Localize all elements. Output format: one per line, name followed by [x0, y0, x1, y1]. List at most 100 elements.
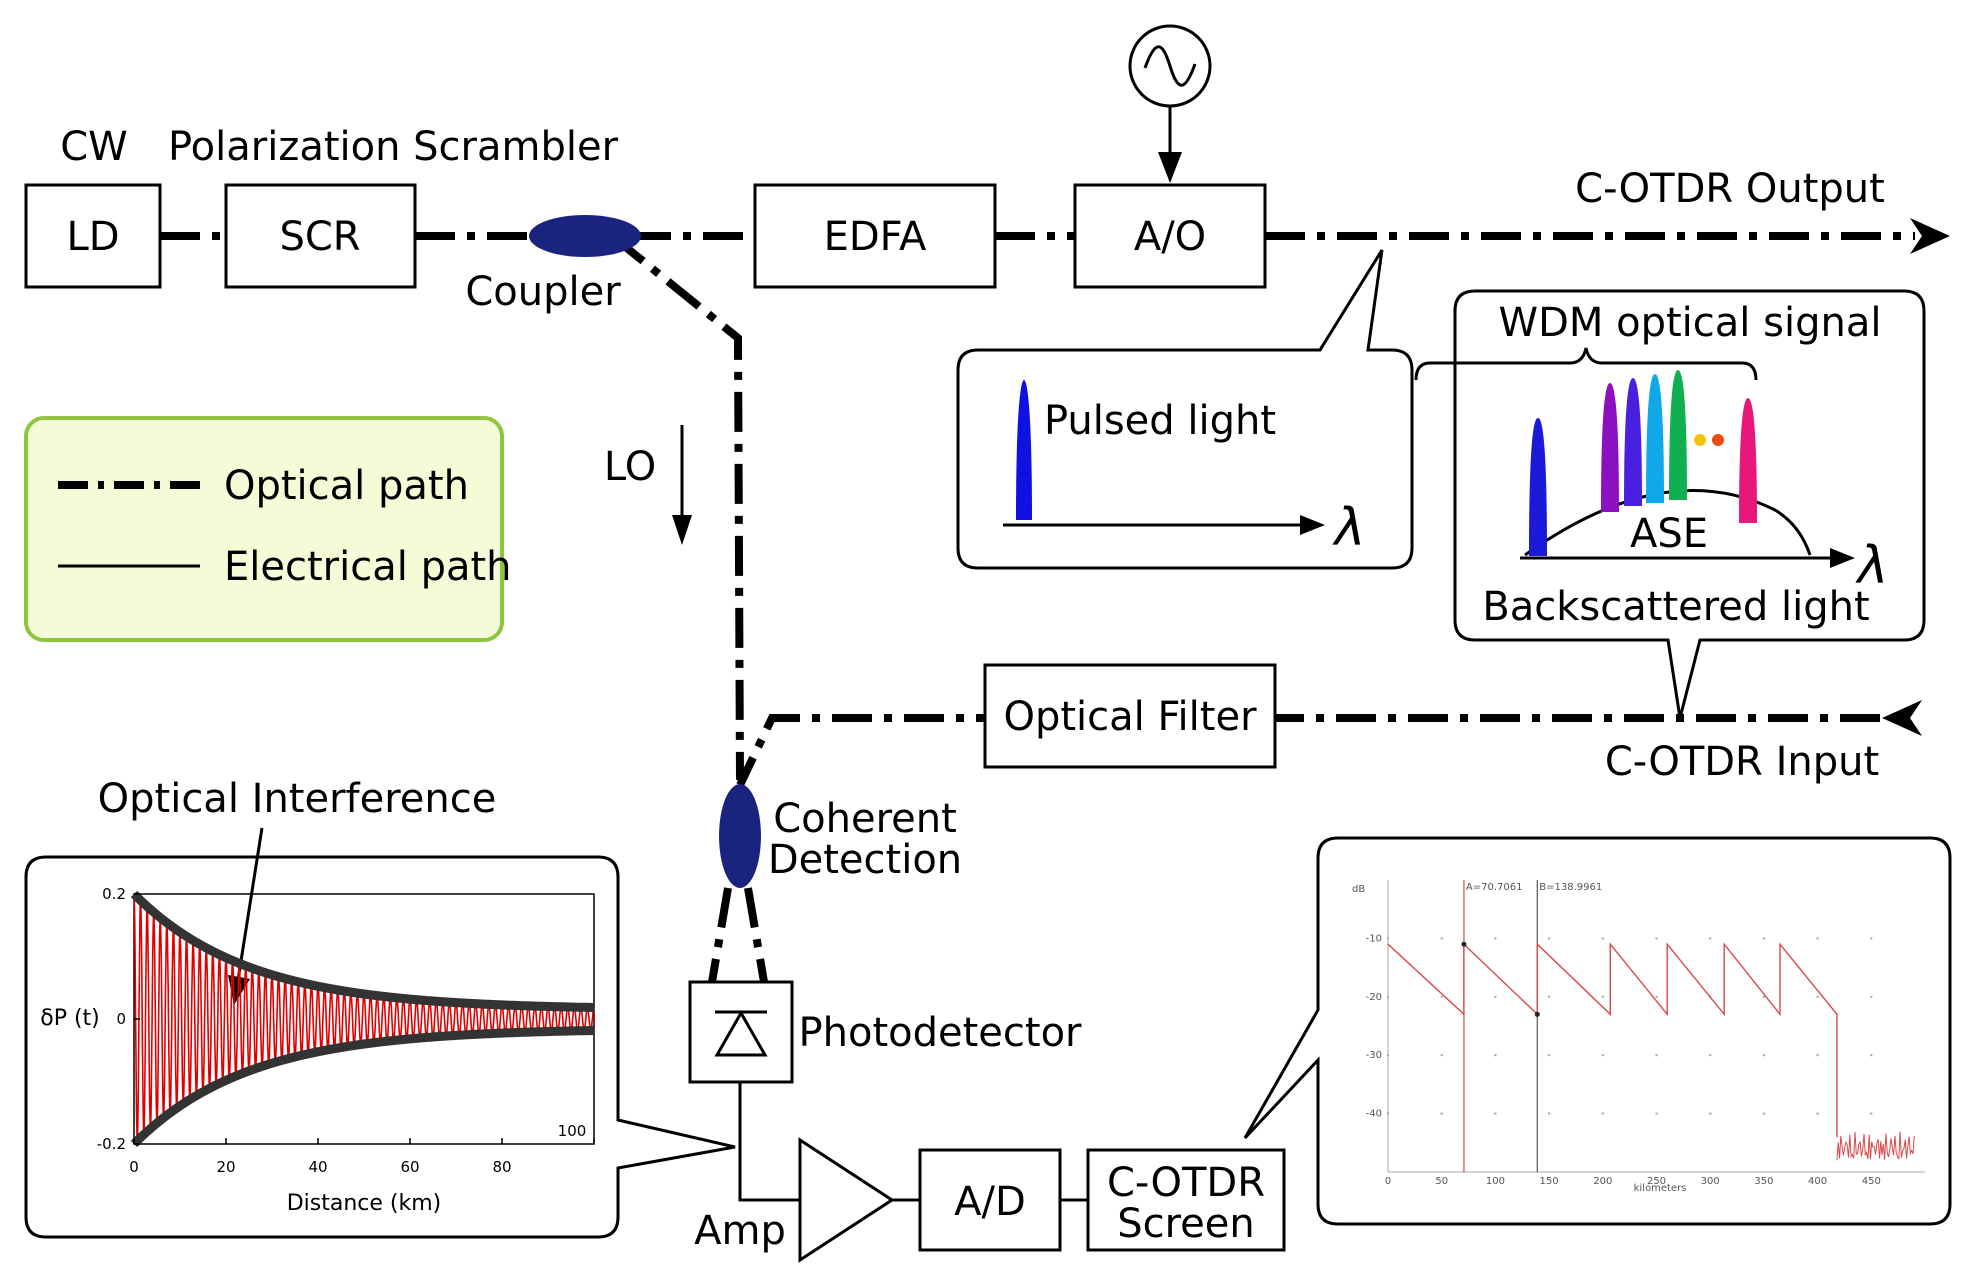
otdr-grid-dot: [1547, 937, 1551, 940]
otdr-grid-dot: [1816, 1112, 1819, 1115]
otdr-grid-dot: [1816, 995, 1819, 998]
otdr-y-tick-label: -40: [1366, 1109, 1382, 1120]
wdm-callout: [1453, 289, 1926, 719]
interference-callout: [24, 855, 736, 1239]
otdr-grid-dot: [1709, 1112, 1712, 1115]
amp-label: Amp: [694, 1208, 786, 1254]
otdr-grid-dot: [1440, 937, 1443, 940]
otdr-x-tick-label: 0: [1385, 1176, 1391, 1187]
y-tick-label: 0: [116, 1010, 126, 1028]
wdm-lambda: λ: [1855, 536, 1889, 596]
otdr-ylabel: dB: [1352, 884, 1365, 895]
otdr-callout: [1243, 836, 1952, 1226]
wdm-channel-peak: [1739, 398, 1757, 523]
otdr-grid-dot: [1601, 1112, 1605, 1115]
wdm-brace: [1414, 347, 1758, 381]
y-tick-label: -0.2: [97, 1135, 126, 1153]
otdr-marker-label: A=70.7061: [1466, 882, 1523, 893]
input-arrowhead: [1882, 700, 1922, 736]
otdr-marker-point: [1461, 941, 1467, 947]
otdr-grid-dot: [1440, 995, 1443, 998]
otdr-grid-dot: [1655, 1054, 1658, 1057]
legend-electrical-label: Electrical path: [224, 544, 512, 590]
otdr-grid-dot: [1655, 937, 1658, 940]
otdr-grid-dot: [1655, 1112, 1658, 1115]
coupler-icon: [529, 215, 641, 257]
cw-label: CW: [60, 124, 127, 170]
x-tick-label: 60: [400, 1158, 419, 1176]
backscattered-label: Backscattered light: [1482, 584, 1869, 630]
legend-box: [24, 416, 504, 642]
scr-label: SCR: [279, 214, 360, 260]
otdr-grid-dot: [1440, 1054, 1443, 1057]
lo-arrowhead: [672, 515, 692, 545]
wdm-channel-peak: [1669, 370, 1687, 500]
ase-curve: [1524, 488, 1812, 557]
photodetector-block: [688, 980, 794, 1084]
annotation-pointer: [236, 827, 264, 981]
pulse-axis-arrowhead: [1300, 515, 1325, 535]
coupler-label: Coupler: [465, 269, 621, 315]
interference-ylabel: δP (t): [40, 1006, 100, 1031]
otdr-grid-dot: [1494, 937, 1497, 940]
otdr-grid-dot: [1601, 937, 1605, 940]
photodetector-label: Photodetector: [799, 1010, 1083, 1056]
wdm-channel-peak: [1624, 378, 1642, 506]
pulse-lambda: λ: [1332, 498, 1366, 558]
otdr-x-tick-label: 100: [1486, 1176, 1505, 1187]
x-tick-label: 0: [129, 1158, 139, 1176]
otdr-grid-dot: [1601, 995, 1605, 998]
electrical-path-pd-amp: [738, 1082, 800, 1202]
pulsed-light-callout: [956, 249, 1414, 570]
otdr-x-tick-label: 250: [1647, 1176, 1666, 1187]
lo-label: LO: [604, 444, 656, 490]
otdr-grid-dot: [1494, 1054, 1497, 1057]
otdr-grid-dot: [1870, 995, 1873, 998]
modulation-arrowhead: [1158, 152, 1182, 183]
screen-block: [1086, 1148, 1286, 1252]
edfa-label: EDFA: [824, 214, 927, 260]
otdr-x-tick-label: 50: [1435, 1176, 1448, 1187]
otdr-trace-line: [1387, 942, 1838, 1137]
coherent-label-1: Coherent: [773, 796, 957, 842]
otdr-grid-dot: [1762, 1112, 1766, 1115]
otdr-grid-dot: [1870, 1112, 1873, 1115]
wdm-channel-peak: [1529, 418, 1547, 556]
otdr-grid-dot: [1709, 937, 1712, 940]
otdr-x-tick-label: 200: [1593, 1176, 1612, 1187]
otdr-grid-dot: [1547, 1054, 1551, 1057]
otdr-x-tick-label: 300: [1701, 1176, 1720, 1187]
wdm-channel-peak: [1601, 383, 1619, 512]
pulse-shape: [1016, 380, 1032, 520]
wdm-channels: [1529, 370, 1757, 556]
scrambler-title: Polarization Scrambler: [168, 124, 619, 170]
ad-block: [918, 1148, 1062, 1252]
otdr-grid-dot: [1386, 1112, 1390, 1115]
otdr-grid-dot: [1547, 1112, 1551, 1115]
otdr-grid-dot: [1762, 937, 1766, 940]
otdr-grid-dot: [1494, 1112, 1497, 1115]
otdr-grid-dot: [1386, 937, 1390, 940]
pulsed-light-label: Pulsed light: [1044, 398, 1276, 444]
ld-block: [24, 183, 162, 289]
wdm-dot: [1694, 434, 1706, 446]
interference-annotation: Optical Interference: [98, 776, 497, 822]
otdr-y-tick-label: -10: [1366, 933, 1382, 944]
otdr-y-tick-label: -30: [1366, 1050, 1382, 1061]
otdr-grid-dot: [1762, 995, 1766, 998]
edfa-block: [753, 183, 997, 289]
diode-triangle-icon: [714, 1009, 768, 1057]
amp-triangle-icon: [798, 1137, 895, 1263]
otdr-grid-dot: [1655, 995, 1658, 998]
input-label: C-OTDR Input: [1605, 739, 1879, 785]
wdm-dot: [1712, 434, 1724, 446]
otdr-grid-dot: [1386, 1054, 1390, 1057]
ao-block: [1073, 183, 1267, 289]
ld-label: LD: [66, 214, 119, 260]
ad-label: A/D: [954, 1179, 1026, 1225]
otdr-x-tick-label: 400: [1808, 1176, 1827, 1187]
otdr-noise-floor: [1836, 1131, 1915, 1161]
coherent-label-2: Detection: [768, 837, 962, 883]
